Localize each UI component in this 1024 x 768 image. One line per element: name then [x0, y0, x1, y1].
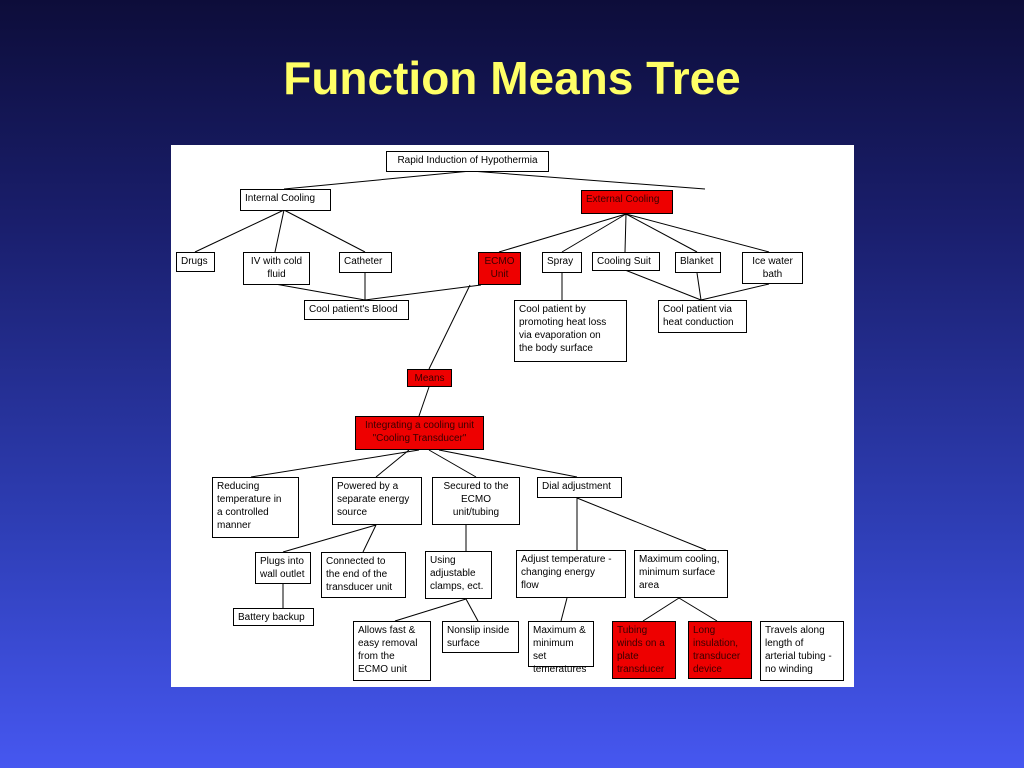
node-tubing-winds: Tubing winds on a plate transducer [612, 621, 676, 679]
connector-lines [194, 170, 770, 622]
node-cool-blood: Cool patient's Blood [304, 300, 409, 320]
node-clamps: Using adjustable clamps, ect. [425, 551, 492, 599]
node-reducing-temp: Reducing temperature in a controlled man… [212, 477, 299, 538]
node-spray: Spray [542, 252, 582, 273]
node-powered: Powered by a separate energy source [332, 477, 422, 525]
diagram-panel: Rapid Induction of Hypothermia Internal … [171, 145, 854, 687]
node-secured: Secured to the ECMO unit/tubing [432, 477, 520, 525]
node-means: Means [407, 369, 452, 387]
node-catheter: Catheter [339, 252, 392, 273]
node-iv-cold-fluid: IV with cold fluid [243, 252, 310, 285]
node-adjust-temp: Adjust temperature - changing energy flo… [516, 550, 626, 598]
node-drugs: Drugs [176, 252, 215, 272]
node-long-insulation: Long insulation, transducer device [688, 621, 752, 679]
node-conduction: Cool patient via heat conduction [658, 300, 747, 333]
node-evaporation: Cool patient by promoting heat loss via … [514, 300, 627, 362]
node-external-cooling: External Cooling [581, 190, 673, 214]
node-max-cooling: Maximum cooling, minimum surface area [634, 550, 728, 598]
node-connected: Connected to the end of the transducer u… [321, 552, 406, 598]
node-ecmo-unit: ECMO Unit [478, 252, 521, 285]
slide-title: Function Means Tree [283, 52, 741, 104]
node-nonslip: Nonslip inside surface [442, 621, 519, 653]
node-ice-water-bath: Ice water bath [742, 252, 803, 284]
node-travels-along: Travels along length of arterial tubing … [760, 621, 844, 681]
node-cooling-suit: Cooling Suit [592, 252, 660, 271]
node-allows-removal: Allows fast & easy removal from the ECMO… [353, 621, 431, 681]
node-cooling-transducer: Integrating a cooling unit "Cooling Tran… [355, 416, 484, 450]
node-dial: Dial adjustment [537, 477, 622, 498]
node-root: Rapid Induction of Hypothermia [386, 151, 549, 172]
node-plugs: Plugs into wall outlet [255, 552, 311, 584]
node-min-max-temps: Maximum & minimum set temeratures [528, 621, 594, 675]
node-internal-cooling: Internal Cooling [240, 189, 331, 211]
node-battery: Battery backup [233, 608, 314, 626]
node-blanket: Blanket [675, 252, 721, 273]
